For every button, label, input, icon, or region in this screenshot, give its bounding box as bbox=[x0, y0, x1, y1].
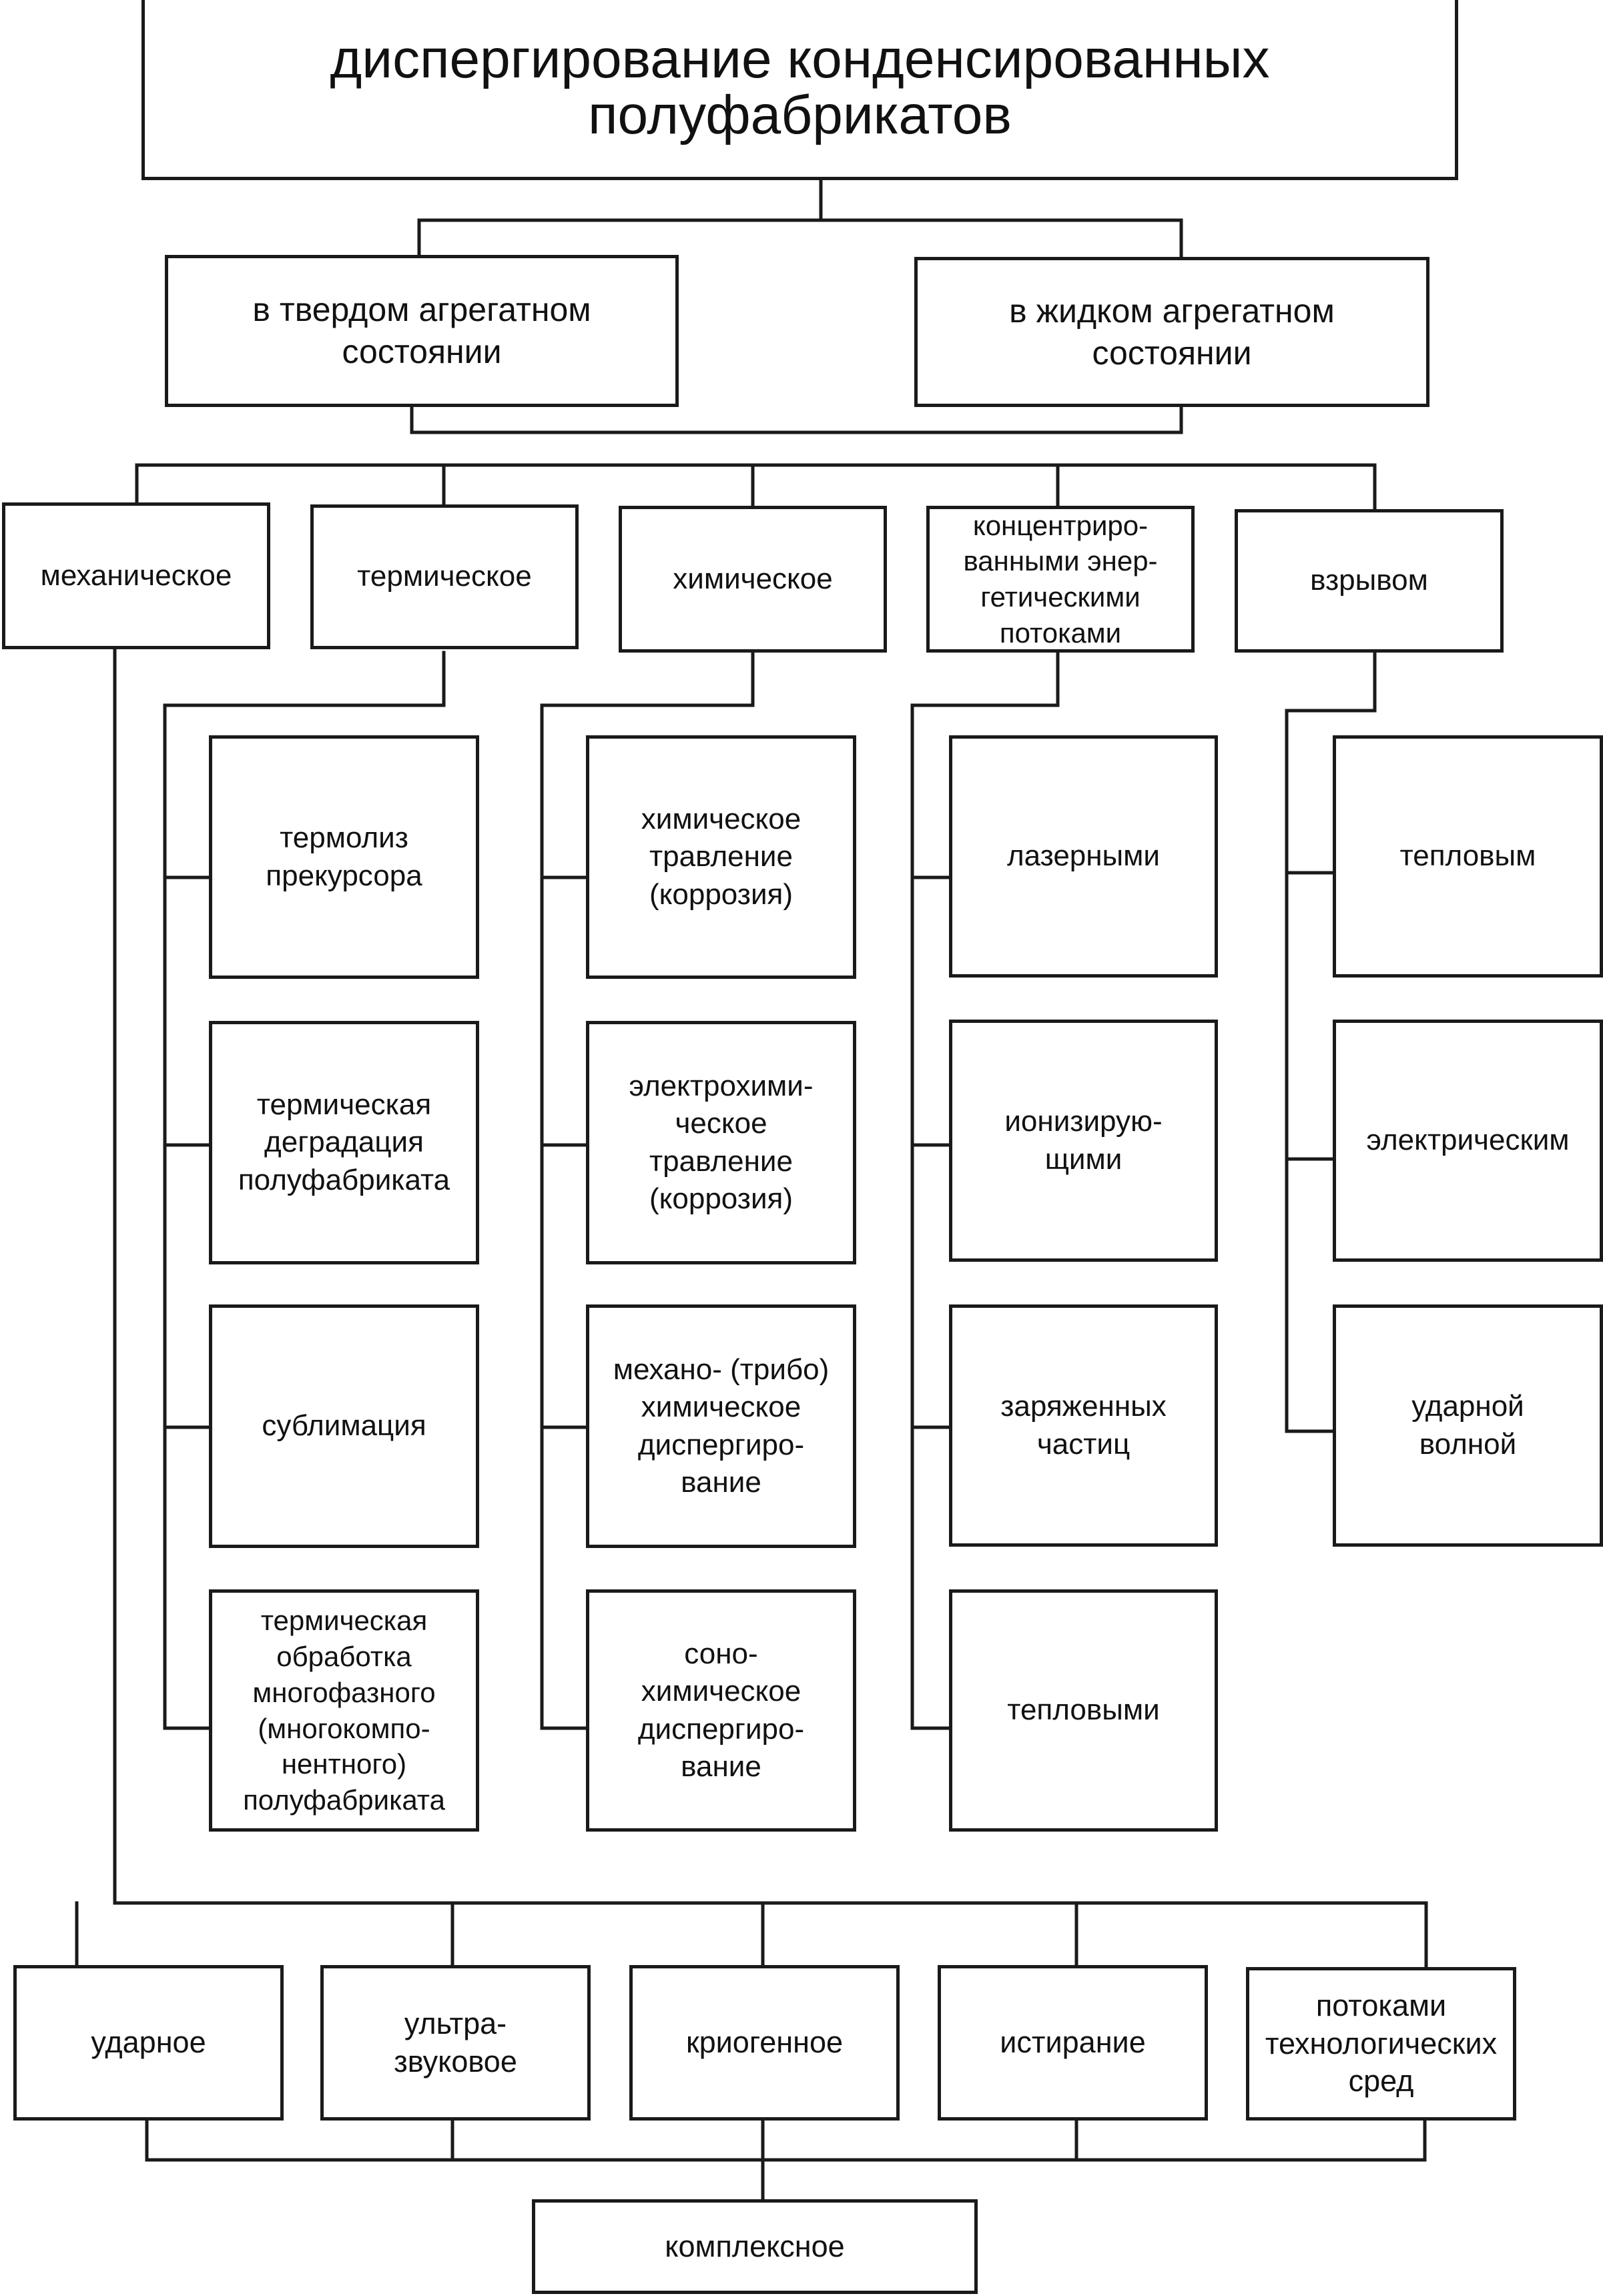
energy-method-box: тепловыми bbox=[949, 1589, 1218, 1832]
category-mechanical-label: механическое bbox=[40, 558, 232, 592]
mechanical-method-label: потоками технологических сред bbox=[1265, 1988, 1498, 2098]
mechanical-method-label: ударное bbox=[91, 2025, 206, 2060]
chemical-method-box: механо- (трибо) химическое диспергиро- в… bbox=[586, 1304, 856, 1548]
chemical-method-label: электрохими- ческое травление (коррозия) bbox=[629, 1069, 814, 1215]
energy-method-box: ионизирую- щими bbox=[949, 1020, 1218, 1262]
category-thermal-box: термическое bbox=[310, 504, 579, 649]
category-chemical-box: химическое bbox=[619, 506, 887, 653]
mechanical-method-box: ультра- звуковое bbox=[320, 1965, 591, 2121]
energy-method-label: лазерными bbox=[1006, 839, 1161, 873]
chemical-method-label: механо- (трибо) химическое диспергиро- в… bbox=[613, 1353, 830, 1499]
explosion-method-label: ударной волной bbox=[1411, 1390, 1524, 1461]
thermal-method-label: термическая обработка многофазного (мног… bbox=[243, 1605, 445, 1816]
chemical-method-box: химическое травление (коррозия) bbox=[586, 735, 856, 979]
mechanical-method-box: потоками технологических сред bbox=[1246, 1967, 1516, 2121]
category-energy-label: концентриро- ванными энер- гетическими п… bbox=[963, 509, 1158, 649]
energy-method-label: тепловыми bbox=[1007, 1693, 1160, 1727]
explosion-method-label: электрическим bbox=[1366, 1124, 1570, 1157]
energy-method-box: заряженных частиц bbox=[949, 1304, 1218, 1547]
mechanical-method-label: ультра- звуковое bbox=[394, 2006, 517, 2078]
category-energy-box: концентриро- ванными энер- гетическими п… bbox=[926, 506, 1195, 653]
category-thermal-label: термическое bbox=[357, 560, 532, 593]
explosion-method-box: электрическим bbox=[1333, 1020, 1603, 1262]
category-mechanical-box: механическое bbox=[2, 502, 270, 649]
solid-state-box: в твердом агрегатном состоянии bbox=[165, 255, 679, 407]
energy-method-box: лазерными bbox=[949, 735, 1218, 978]
chemical-method-label: химическое травление (коррозия) bbox=[641, 803, 802, 911]
diagram-title: диспергирование конденсированных полуфаб… bbox=[330, 28, 1270, 145]
thermal-method-box: термическая обработка многофазного (мног… bbox=[209, 1589, 479, 1832]
combined-method-box: комплексное bbox=[532, 2199, 978, 2294]
explosion-method-box: ударной волной bbox=[1333, 1304, 1603, 1547]
mechanical-method-label: истирание bbox=[1000, 2025, 1146, 2060]
thermal-method-label: термическая деградация полуфабриката bbox=[238, 1088, 450, 1196]
liquid-state-box: в жидком агрегатном состоянии bbox=[914, 257, 1429, 407]
thermal-method-label: сублимация bbox=[262, 1409, 426, 1443]
thermal-method-box: термическая деградация полуфабриката bbox=[209, 1021, 479, 1264]
solid-state-label: в твердом агрегатном состоянии bbox=[252, 291, 591, 370]
mechanical-method-box: истирание bbox=[938, 1965, 1208, 2121]
mechanical-method-box: криогенное bbox=[629, 1965, 900, 2121]
thermal-method-box: сублимация bbox=[209, 1304, 479, 1548]
explosion-method-label: тепловым bbox=[1399, 839, 1536, 873]
chemical-method-box: соно- химическое диспергиро- вание bbox=[586, 1589, 856, 1832]
explosion-method-box: тепловым bbox=[1333, 735, 1603, 978]
thermal-method-box: термолиз прекурсора bbox=[209, 735, 479, 979]
mechanical-method-box: ударное bbox=[13, 1965, 284, 2121]
category-chemical-label: химическое bbox=[673, 562, 833, 595]
combined-method-label: комплексное bbox=[665, 2229, 845, 2263]
chemical-method-label: соно- химическое диспергиро- вание bbox=[637, 1637, 805, 1783]
energy-method-label: ионизирую- щими bbox=[1004, 1105, 1163, 1176]
thermal-method-label: термолиз прекурсора bbox=[266, 821, 422, 892]
mechanical-method-label: криогенное bbox=[685, 2025, 844, 2060]
liquid-state-label: в жидком агрегатном состоянии bbox=[1009, 292, 1335, 372]
category-explosion-box: взрывом bbox=[1235, 509, 1504, 653]
diagram-title-box: диспергирование конденсированных полуфаб… bbox=[141, 0, 1458, 180]
category-explosion-label: взрывом bbox=[1310, 564, 1428, 597]
energy-method-label: заряженных частиц bbox=[1000, 1390, 1167, 1461]
chemical-method-box: электрохими- ческое травление (коррозия) bbox=[586, 1021, 856, 1264]
